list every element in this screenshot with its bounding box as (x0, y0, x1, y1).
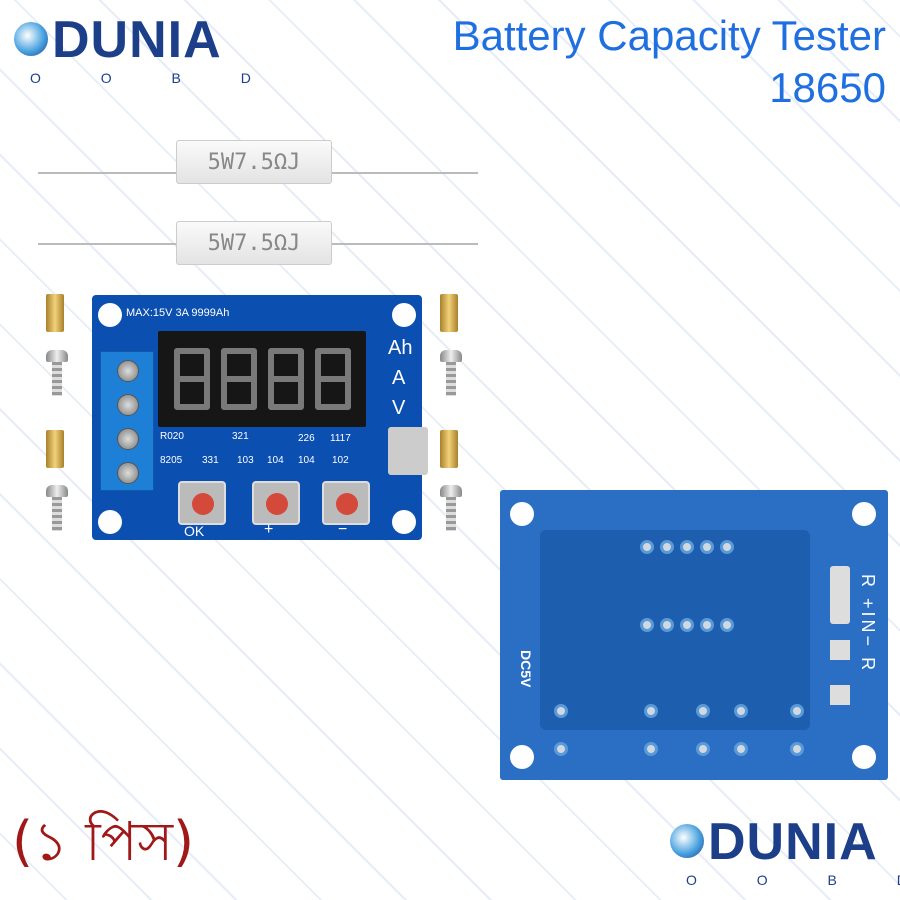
screw (46, 485, 68, 531)
brass-standoff (440, 430, 458, 468)
brass-standoff (440, 294, 458, 332)
screw (440, 485, 462, 531)
component-label: 103 (237, 455, 254, 466)
in-pad (830, 640, 850, 660)
screw (440, 350, 462, 396)
screw-terminal (100, 351, 154, 491)
ok-button[interactable] (178, 481, 226, 525)
shunt-pad (830, 566, 850, 624)
logo-word: DUNIA (52, 11, 222, 69)
terminal-r: R (858, 574, 878, 590)
brass-standoff (46, 430, 64, 468)
plus-label: + (264, 521, 274, 538)
globe-icon (670, 824, 704, 858)
mount-hole (510, 745, 534, 769)
mount-hole (98, 510, 122, 534)
mount-hole (392, 510, 416, 534)
quantity-label: (১ পিস) (12, 810, 195, 873)
screw (46, 350, 68, 396)
seven-segment-display (158, 331, 366, 427)
logo-word: DUNIA (708, 813, 878, 871)
component-label: 104 (267, 455, 284, 466)
component-label: 104 (298, 455, 315, 466)
plus-button[interactable] (252, 481, 300, 525)
indicator-v: V (392, 397, 406, 419)
resistor: 5W7.5ΩJ (176, 221, 332, 265)
logo-subtext: O O B D (30, 70, 279, 86)
terminal-in: +IN− (858, 598, 878, 650)
mount-hole (98, 303, 122, 327)
mount-hole (510, 502, 534, 526)
component-label: R020 (160, 431, 184, 442)
back-board: R +IN− R DC5V (500, 490, 888, 780)
component-label: 1117 (330, 433, 351, 444)
trace-area (540, 530, 810, 730)
ok-label: OK (184, 523, 205, 539)
component-label: 8205 (160, 455, 183, 466)
terminal-r: R (858, 657, 878, 674)
title-line-2: 18650 (769, 64, 886, 111)
resistor-label: 5W7.5ΩJ (207, 149, 301, 175)
logo-subtext: O O B D (686, 872, 900, 888)
minus-button[interactable] (322, 481, 370, 525)
component-label: 331 (202, 455, 219, 466)
resistor: 5W7.5ΩJ (176, 140, 332, 184)
minus-label: − (338, 521, 348, 538)
component-label: 226 (298, 433, 315, 444)
brand-logo: DUNIA O O B D (14, 8, 251, 88)
component-label: 102 (332, 455, 349, 466)
brass-standoff (46, 294, 64, 332)
indicator-ah: Ah (388, 337, 413, 359)
mount-hole (392, 303, 416, 327)
dc5v-label: DC5V (518, 650, 534, 688)
product-title: Battery Capacity Tester 18650 (453, 10, 886, 114)
indicator-a: A (392, 367, 406, 389)
resistor-label: 5W7.5ΩJ (207, 230, 301, 256)
brand-logo-bottom: DUNIA O O B D (670, 810, 900, 890)
mount-hole (852, 502, 876, 526)
mount-hole (852, 745, 876, 769)
globe-icon (14, 22, 48, 56)
title-line-1: Battery Capacity Tester (452, 12, 886, 59)
in-pad (830, 685, 850, 705)
component-label: 321 (232, 431, 249, 442)
micro-usb-port (388, 427, 428, 475)
front-board: MAX:15V 3A 9999Ah Ah A V R020 321 331 82… (92, 295, 428, 540)
terminal-labels: R +IN− R (857, 574, 878, 673)
spec-label: MAX:15V 3A 9999Ah (126, 307, 230, 319)
